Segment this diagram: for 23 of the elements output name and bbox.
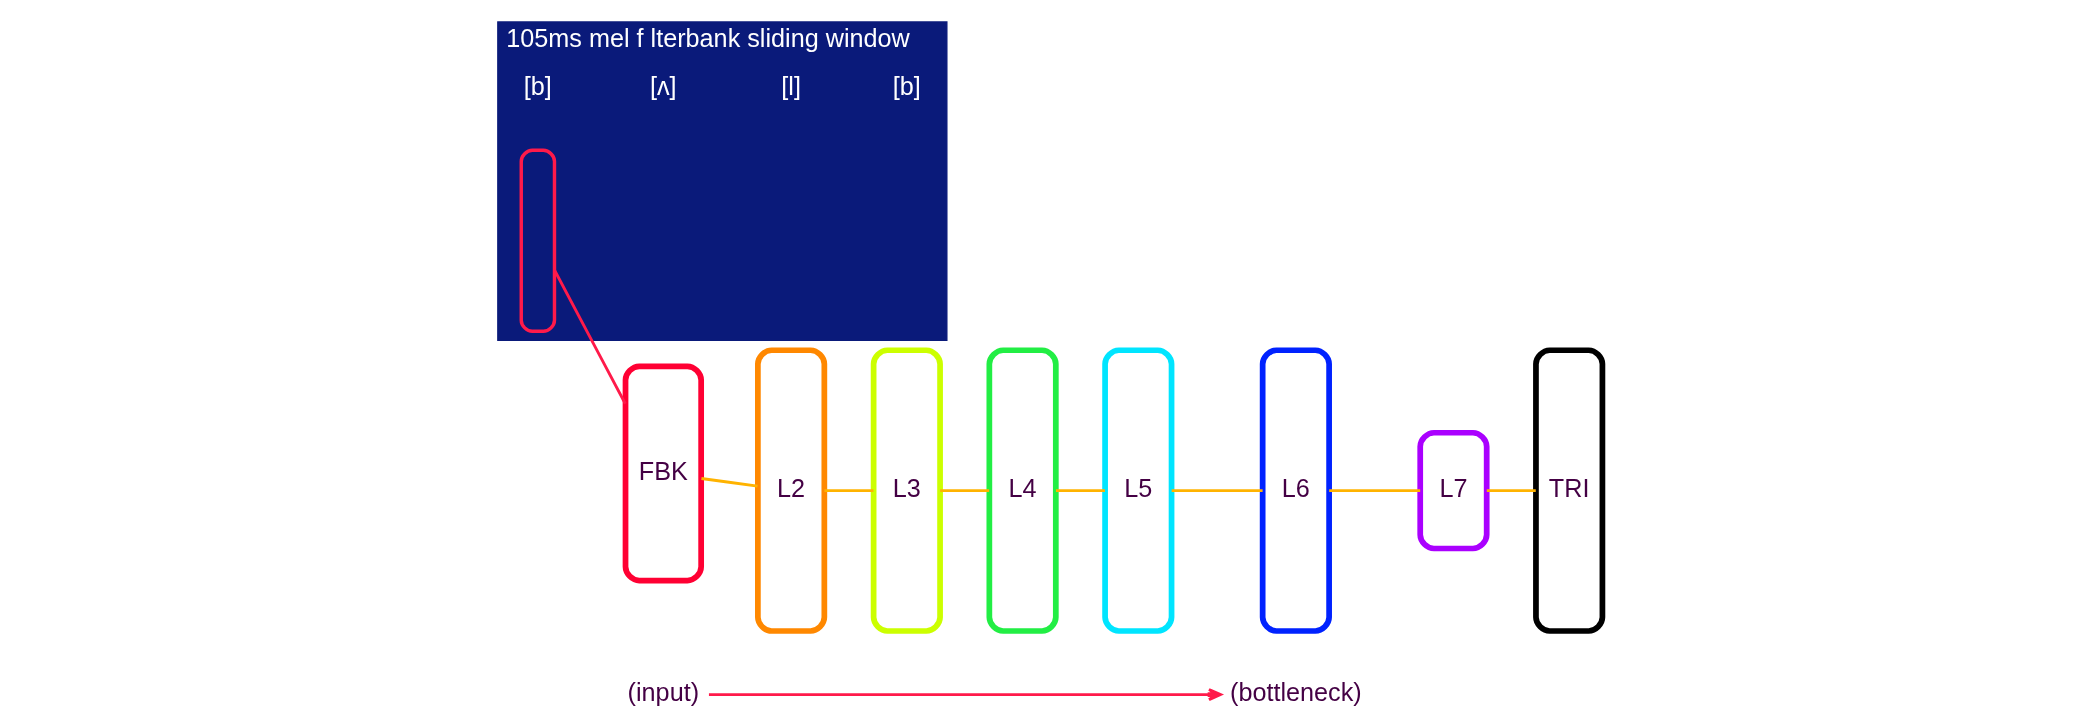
node-box: FBK: [622, 363, 704, 584]
node-box: L6: [1259, 347, 1332, 634]
connector: [939, 489, 989, 493]
arrow: [708, 688, 1222, 702]
node-box: [519, 148, 556, 334]
label: [ʌ]: [649, 71, 677, 100]
label: [l]: [780, 71, 801, 100]
label: [b]: [523, 71, 552, 100]
node-box: L3: [870, 347, 943, 634]
connector: [1486, 489, 1536, 493]
node-box: L5: [1101, 347, 1174, 634]
connector: [1055, 489, 1105, 493]
node-box: TRI: [1532, 347, 1605, 634]
node-text: (input): [627, 678, 699, 707]
connector: [700, 477, 758, 488]
node-text: (bottleneck): [1229, 678, 1362, 707]
label: [b]: [892, 71, 921, 100]
node-box: L2: [754, 347, 827, 634]
connector: [823, 489, 873, 493]
node-box: L4: [986, 347, 1059, 634]
connector: [1171, 489, 1263, 493]
node-box: L7: [1416, 429, 1490, 552]
connector: [1328, 489, 1420, 493]
